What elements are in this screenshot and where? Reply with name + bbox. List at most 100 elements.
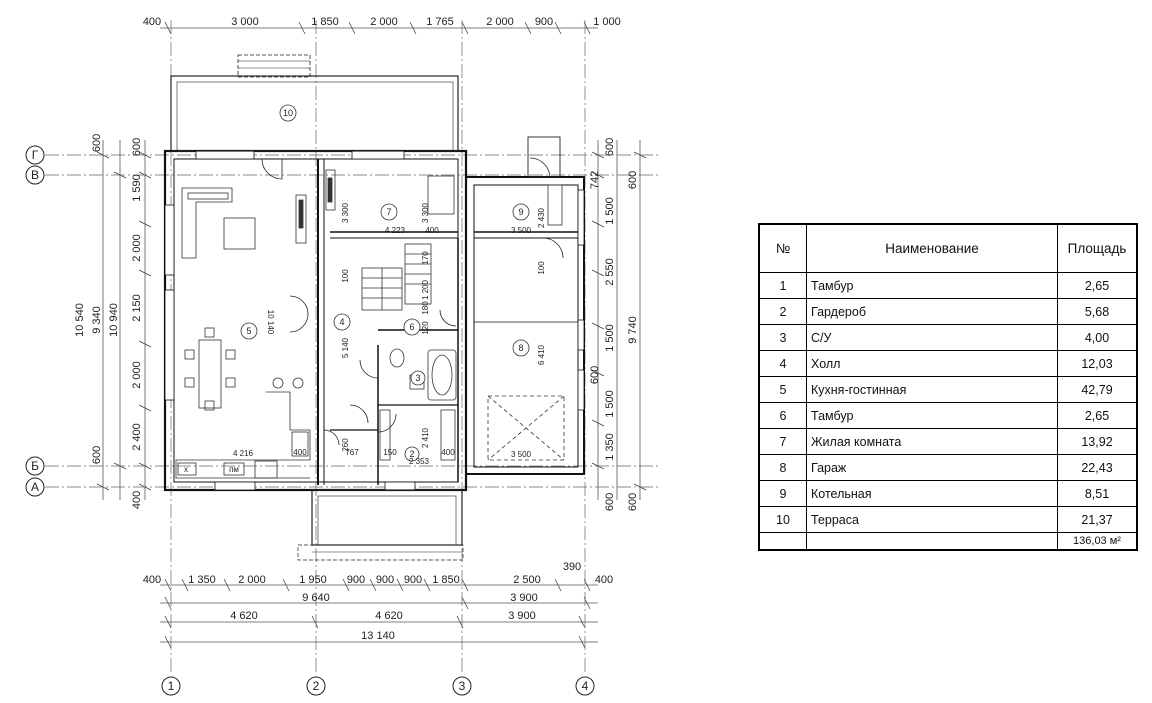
dim-bottom-2-0: 9 640	[302, 592, 330, 604]
row-number: 1	[758, 272, 807, 299]
dim-top-4: 1 765	[426, 16, 454, 28]
table-row: 6 Тамбур 2,65	[758, 402, 1138, 429]
dim-bath-2410: 2 410	[421, 427, 430, 448]
room-marker-9	[512, 203, 530, 221]
total-empty-no	[758, 532, 807, 551]
row-name: Гардероб	[806, 298, 1058, 325]
header-number: №	[758, 223, 807, 273]
row-area: 4,00	[1057, 324, 1138, 351]
table-row: 8 Гараж 22,43	[758, 454, 1138, 481]
row-name: Гараж	[806, 454, 1058, 481]
dim-left-1: 1 590	[131, 174, 143, 202]
dim-r7-width: 4 223	[385, 226, 406, 235]
dim-100-b: 100	[537, 261, 546, 275]
dim-767: 767	[345, 448, 359, 457]
dim-bottom-1-8: 2 500	[513, 574, 541, 586]
room-marker-2	[404, 446, 420, 462]
room-marker-4	[333, 313, 351, 331]
axis-marker-2	[306, 676, 326, 696]
dim-right-2: 2 550	[604, 258, 616, 286]
total-area: 136,03 м²	[1057, 532, 1138, 551]
dishwasher-label: пм	[229, 465, 239, 474]
dim-400-a: 400	[441, 448, 455, 457]
row-name: Котельная	[806, 480, 1058, 507]
dim-bottom-1-3: 1 950	[299, 574, 327, 586]
dim-r7-height-2: 3 300	[421, 202, 430, 223]
dim-k5-length: 10 140	[266, 310, 275, 335]
grid-axes	[45, 20, 660, 675]
axis-label-a: А	[31, 480, 39, 494]
row-name: Холл	[806, 350, 1058, 377]
dim-left-6: 600	[91, 446, 103, 464]
dim-left-2: 2 000	[131, 234, 143, 262]
dim-400-b: 400	[293, 448, 307, 457]
dim-170: 170	[421, 251, 430, 265]
dim-left-3: 2 150	[131, 294, 143, 322]
row-area: 22,43	[1057, 454, 1138, 481]
row-number: 7	[758, 428, 807, 455]
dim-garage-width: 3 500	[511, 450, 532, 459]
dim-right-small-2: 600	[589, 366, 601, 384]
dim-garage-length: 6 410	[537, 344, 546, 365]
room-number-6: 6	[409, 322, 414, 332]
dim-left-5: 2 400	[131, 423, 143, 451]
dim-top-2: 1 850	[311, 16, 339, 28]
dim-left-total-1: 9 340	[91, 306, 103, 334]
room-number-9: 9	[518, 207, 523, 217]
axis-label-g: Г	[32, 148, 39, 162]
dim-right-1: 1 500	[604, 197, 616, 225]
row-number: 6	[758, 402, 807, 429]
room-markers	[240, 104, 530, 462]
row-name: Тамбур	[806, 402, 1058, 429]
axis-label-4: 4	[582, 679, 589, 693]
table-row: 7 Жилая комната 13,92	[758, 428, 1138, 455]
dim-bath-2353: 2 353	[409, 457, 430, 466]
dim-left-4: 2 000	[131, 361, 143, 389]
axis-label-2: 2	[313, 679, 320, 693]
dim-bottom-3-2: 3 900	[508, 610, 536, 622]
dim-bottom-3-0: 4 620	[230, 610, 258, 622]
dim-right-small-1: 742	[589, 171, 601, 189]
room-number-7: 7	[386, 207, 391, 217]
room-schedule-table: № Наименование Площадь 1 Тамбур 2,65 2 Г…	[758, 223, 1138, 551]
dim-left-total-0: 10 540	[74, 303, 86, 337]
room-marker-5	[240, 322, 258, 340]
total-empty-name	[806, 532, 1058, 551]
axis-marker-g	[25, 145, 45, 165]
dim-r7-400: 400	[425, 226, 439, 235]
room-number-8: 8	[518, 343, 523, 353]
dim-top-7: 1 000	[593, 16, 621, 28]
dim-260: 260	[341, 438, 350, 452]
dim-bottom-1-6: 900	[404, 574, 422, 586]
header-name: Наименование	[806, 223, 1058, 273]
axis-label-v: В	[31, 168, 39, 182]
row-area: 8,51	[1057, 480, 1138, 507]
dim-180: 180	[421, 301, 430, 315]
room-number-3: 3	[415, 373, 420, 383]
dim-bottom-1-2: 2 000	[238, 574, 266, 586]
row-name: Тамбур	[806, 272, 1058, 299]
sink-label: x	[184, 465, 188, 474]
table-total-row: 136,03 м²	[758, 532, 1138, 551]
axis-marker-a	[25, 477, 45, 497]
table-row: 3 С/У 4,00	[758, 324, 1138, 351]
furniture	[175, 169, 565, 479]
row-number: 10	[758, 506, 807, 533]
dimension-lines	[96, 21, 647, 649]
dim-left-0: 600	[131, 138, 143, 156]
row-number: 5	[758, 376, 807, 403]
building-walls	[163, 149, 585, 492]
doors	[261, 157, 564, 446]
row-area: 2,65	[1057, 272, 1138, 299]
row-area: 5,68	[1057, 298, 1138, 325]
terrace-top	[170, 54, 459, 152]
table-row: 10 Терраса 21,37	[758, 506, 1138, 533]
dim-hall-length: 5 140	[341, 337, 350, 358]
row-number: 3	[758, 324, 807, 351]
row-area: 21,37	[1057, 506, 1138, 533]
axis-label-b: Б	[31, 459, 39, 473]
row-area: 12,03	[1057, 350, 1138, 377]
room-number-4: 4	[339, 317, 344, 327]
dim-top-1: 3 000	[231, 16, 259, 28]
